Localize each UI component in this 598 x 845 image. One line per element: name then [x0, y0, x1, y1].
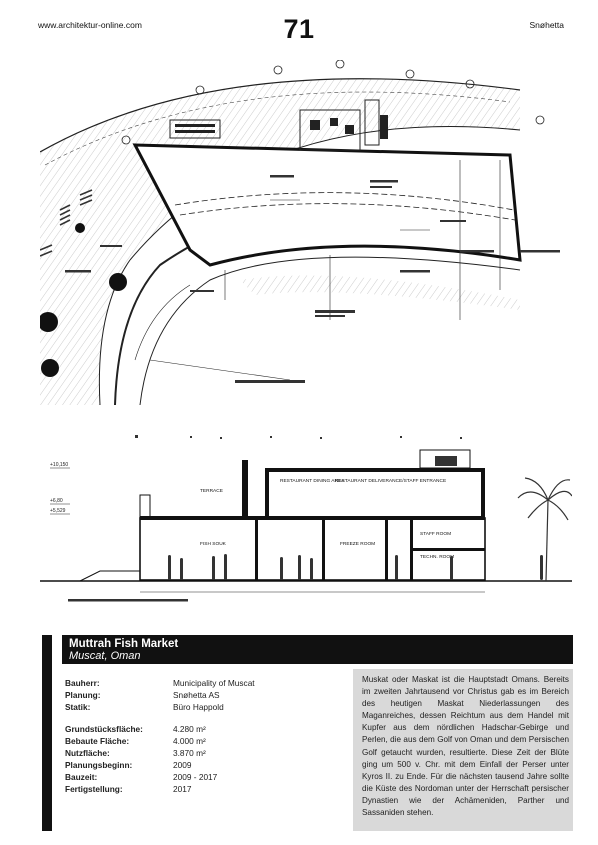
- credit-value: Snøhetta AS: [173, 690, 220, 700]
- section-drawing: +10,150 +6,80 +5,529 TERRACE RESTAURANT …: [40, 435, 572, 602]
- fact-value: 4.000 m²: [173, 736, 206, 746]
- credit-label: Bauherr:: [65, 678, 100, 688]
- fact-label: Nutzfläche:: [65, 748, 110, 758]
- architect-name: Snøhetta: [529, 20, 565, 30]
- room-label: FISH SOUK: [200, 541, 227, 547]
- page-number: 71: [283, 14, 315, 44]
- fact-label: Bauzeit:: [65, 772, 98, 782]
- credit-value: Büro Happold: [173, 702, 224, 712]
- floor-plan-drawing: [40, 60, 560, 405]
- project-location: Muscat, Oman: [69, 650, 141, 662]
- project-description: Muskat oder Maskat ist die Hauptstadt Om…: [353, 669, 573, 831]
- level-label: +5,529: [50, 508, 66, 514]
- fact-label: Grundstücksfläche:: [65, 724, 143, 734]
- fact-value: 2009: [173, 760, 192, 770]
- room-label: RESTAURANT DELIVERANCE/STAFF ENTRANCE: [335, 478, 446, 484]
- website-url[interactable]: www.architektur-online.com: [38, 20, 142, 30]
- room-label: RESTAURANT DINING AREA: [280, 478, 345, 484]
- room-label: FREEZE ROOM: [340, 541, 375, 547]
- project-title-bar: Muttrah Fish Market Muscat, Oman: [62, 635, 573, 664]
- room-label: TERRACE: [200, 488, 223, 494]
- fact-label: Bebaute Fläche:: [65, 736, 130, 746]
- accent-bar: [42, 635, 52, 831]
- level-label: +6,80: [50, 498, 63, 504]
- room-label: STAFF ROOM: [420, 531, 451, 537]
- project-title: Muttrah Fish Market: [69, 638, 179, 650]
- credit-label: Statik:: [65, 702, 91, 712]
- fact-value: 2009 - 2017: [173, 772, 218, 782]
- room-label: TECHN. ROOM: [420, 554, 454, 560]
- fact-value: 3.870 m²: [173, 748, 206, 758]
- fact-label: Planungsbeginn:: [65, 760, 133, 770]
- fact-value: 2017: [173, 784, 192, 794]
- level-label: +10,150: [50, 462, 68, 468]
- fact-value: 4.280 m²: [173, 724, 206, 734]
- credit-label: Planung:: [65, 690, 101, 700]
- fact-label: Fertigstellung:: [65, 784, 123, 794]
- credit-value: Municipality of Muscat: [173, 678, 255, 688]
